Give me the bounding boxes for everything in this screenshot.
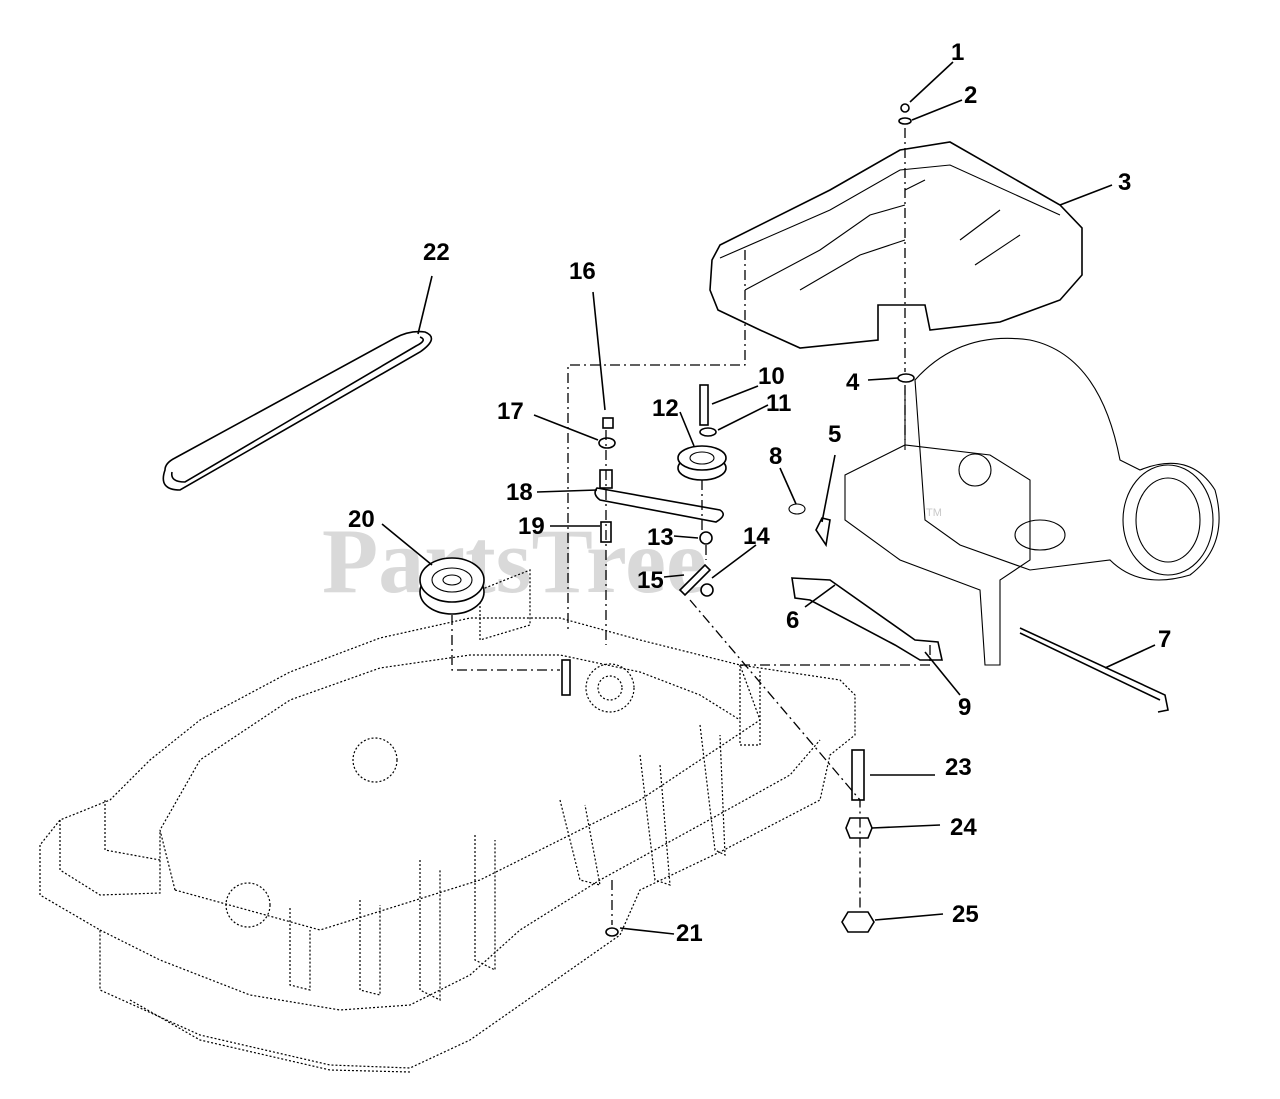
engine-assembly [844, 337, 1220, 666]
leader-lines [381, 61, 1156, 935]
callout-15: 15 [637, 567, 664, 594]
callout-23: 23 [945, 754, 972, 781]
callout-13: 13 [647, 524, 674, 551]
callout-12: 12 [652, 395, 679, 422]
callout-17: 17 [497, 398, 524, 425]
callout-22: 22 [423, 239, 450, 266]
callout-7: 7 [1158, 626, 1171, 653]
hardware [561, 103, 915, 937]
callout-24: 24 [950, 814, 977, 841]
callout-2: 2 [964, 82, 977, 109]
callout-9: 9 [958, 694, 971, 721]
callout-10: 10 [758, 363, 785, 390]
callout-16: 16 [569, 258, 596, 285]
pulley-20 [419, 557, 485, 615]
belt-cover [709, 141, 1083, 349]
callout-8: 8 [769, 443, 782, 470]
callout-25: 25 [952, 901, 979, 928]
callout-5: 5 [828, 421, 841, 448]
callout-4: 4 [846, 369, 860, 396]
rod [1019, 627, 1169, 713]
callout-20: 20 [348, 506, 375, 533]
watermark-tm: TM [926, 507, 942, 519]
callout-19: 19 [518, 513, 545, 540]
bracket [791, 577, 943, 661]
callout-11: 11 [766, 390, 791, 417]
callouts: 1 2 3 4 5 6 7 8 9 10 11 12 13 14 15 16 1… [348, 39, 1171, 947]
alignment-lines [451, 128, 931, 925]
callout-18: 18 [506, 479, 533, 506]
callout-14: 14 [743, 523, 770, 550]
idler-pulley-12 [677, 445, 727, 481]
callout-1: 1 [951, 39, 964, 66]
mower-deck [39, 569, 856, 1073]
drive-belt [162, 330, 433, 491]
callout-6: 6 [786, 607, 799, 634]
callout-21: 21 [676, 920, 703, 947]
callout-3: 3 [1118, 169, 1131, 196]
